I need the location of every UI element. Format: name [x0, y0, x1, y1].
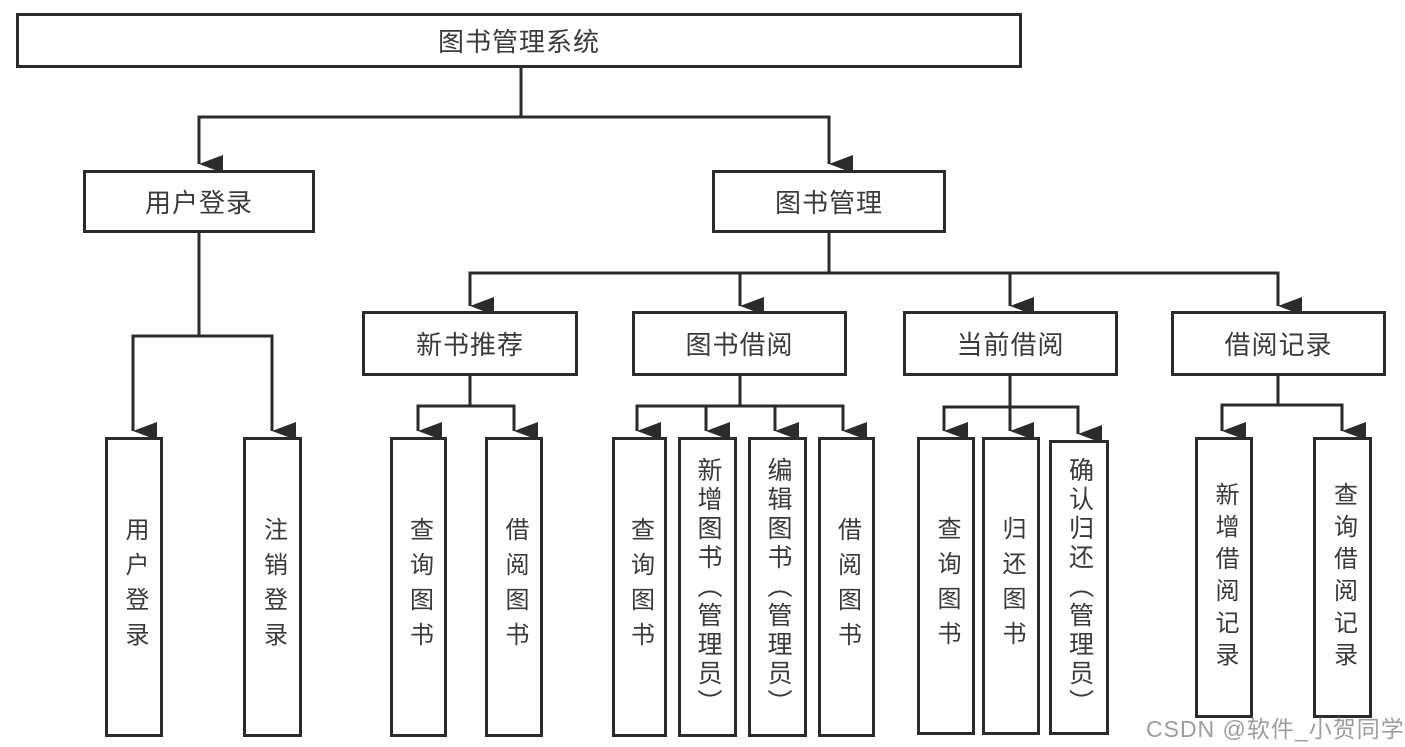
csdn-watermark: CSDN @软件_小贺同学	[1146, 716, 1405, 742]
node-leaf-query-books-1: 查询图书	[390, 437, 447, 737]
node-user-login: 用户登录	[83, 170, 315, 233]
node-leaf-query-books-2: 查询图书	[612, 437, 667, 737]
node-new-book-recommend: 新书推荐	[362, 311, 578, 376]
node-leaf-query-books-3: 查询图书	[917, 437, 975, 735]
node-book-borrow: 图书借阅	[632, 311, 847, 376]
node-borrow-records: 借阅记录	[1171, 311, 1386, 376]
node-leaf-add-borrow-record: 新增借阅记录	[1195, 437, 1253, 718]
node-leaf-borrow-books-2: 借阅图书	[818, 437, 875, 737]
node-root: 图书管理系统	[16, 13, 1022, 68]
node-leaf-add-books-admin: 新增图书（管理员）	[678, 437, 737, 737]
node-leaf-logout: 注销登录	[243, 437, 302, 737]
node-leaf-user-login: 用户登录	[105, 437, 163, 737]
node-leaf-edit-books-admin: 编辑图书（管理员）	[748, 437, 807, 737]
node-leaf-return-books: 归还图书	[982, 437, 1040, 735]
node-leaf-confirm-return-admin: 确认归还（管理员）	[1049, 440, 1109, 735]
node-book-management: 图书管理	[712, 170, 946, 233]
node-leaf-borrow-books-1: 借阅图书	[485, 437, 543, 737]
node-leaf-query-borrow-record: 查询借阅记录	[1313, 437, 1372, 718]
node-current-borrow: 当前借阅	[903, 311, 1118, 376]
